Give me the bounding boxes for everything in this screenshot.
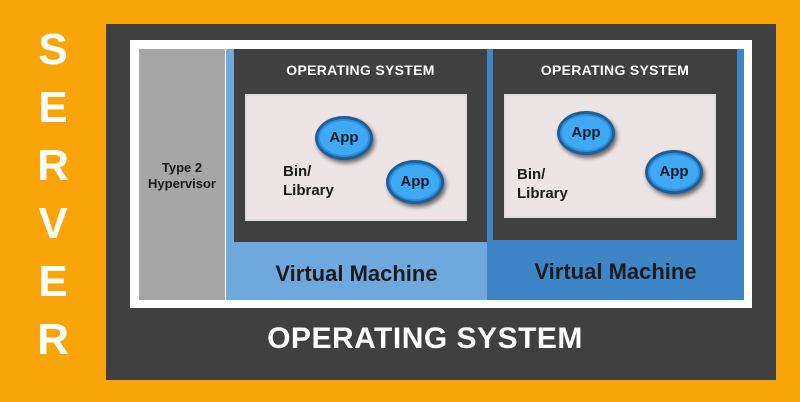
server-letter: S — [38, 25, 68, 74]
server-label: S E R V E R — [10, 26, 96, 376]
server-letter: R — [37, 315, 69, 364]
app-container: Bin/ Library App App — [504, 94, 716, 218]
virtual-machine-label: Virtual Machine — [275, 261, 438, 286]
app-bubble: App — [645, 150, 703, 194]
app-bubble: App — [315, 116, 373, 160]
guest-os-label: OPERATING SYSTEM — [540, 62, 690, 78]
server-letter: E — [38, 83, 68, 132]
bin-library-label: Bin/ Library — [283, 162, 334, 200]
host-os-label: OPERATING SYSTEM — [267, 322, 583, 355]
bin-label-line2: Library — [283, 182, 334, 199]
guest-operating-system: OPERATING SYSTEM Bin/ Library App App — [493, 49, 737, 240]
hypervisor-label-line2: Hypervisor — [148, 176, 216, 191]
guest-os-label: OPERATING SYSTEM — [286, 62, 435, 78]
guest-operating-system: OPERATING SYSTEM Bin/ Library App App — [234, 49, 487, 242]
server-letter: R — [37, 141, 69, 190]
hypervisor-label: Type 2 Hypervisor — [139, 160, 225, 192]
virtual-machine-1: OPERATING SYSTEM Bin/ Library App App Vi… — [226, 49, 487, 300]
app-bubble: App — [557, 111, 615, 155]
app-container: Bin/ Library App App — [245, 94, 467, 221]
bin-label-line2: Library — [517, 185, 568, 202]
hypervisor-label-line1: Type 2 — [161, 160, 203, 175]
app-bubble: App — [386, 160, 444, 204]
virtual-machine-2: OPERATING SYSTEM Bin/ Library App App Vi… — [487, 49, 744, 300]
server-letter: E — [38, 257, 68, 306]
type2-hypervisor — [139, 49, 225, 300]
bin-label-line1: Bin/ — [283, 163, 312, 180]
server-letter: V — [38, 199, 68, 248]
virtual-machine-label: Virtual Machine — [534, 259, 697, 284]
bin-library-label: Bin/ Library — [517, 165, 568, 203]
bin-label-line1: Bin/ — [517, 166, 546, 183]
